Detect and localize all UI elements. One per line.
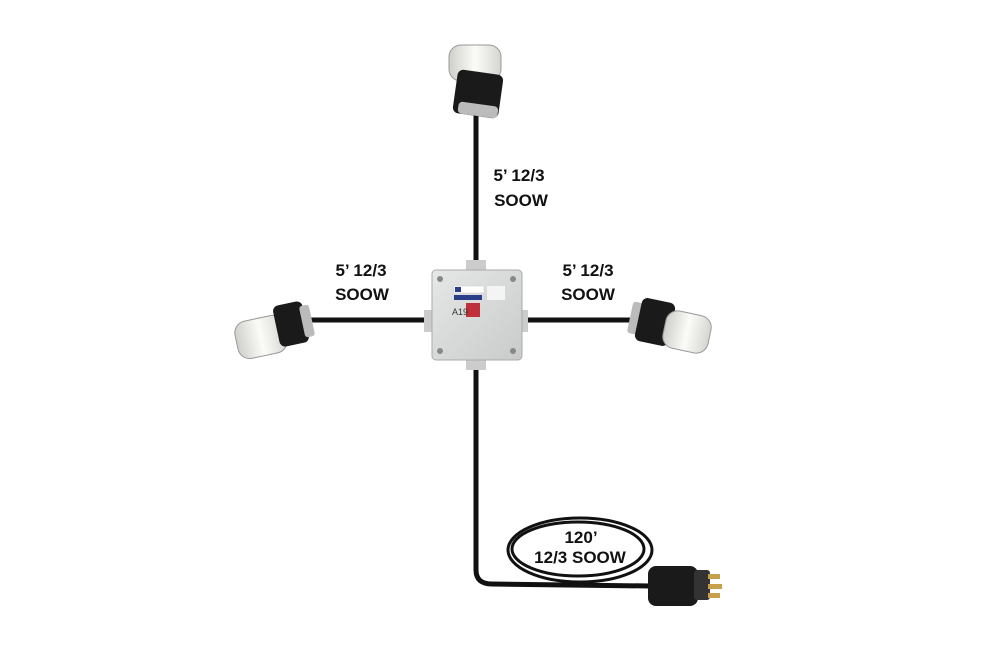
left-cable-label-type: SOOW — [335, 285, 390, 304]
top-cable-label-type: SOOW — [494, 191, 549, 210]
junction-box: A19 — [424, 260, 528, 370]
right-cable-label-length: 5’ 12/3 — [562, 261, 613, 280]
top-receptacle — [448, 44, 504, 119]
twist-lock-plug — [648, 566, 722, 606]
box-marking: A19 — [452, 307, 468, 317]
left-receptacle — [234, 301, 315, 360]
cables — [305, 115, 654, 589]
main-cable-label-length: 120’ — [564, 528, 597, 547]
cable-bottom — [473, 365, 651, 589]
right-cable-label-type: SOOW — [561, 285, 616, 304]
top-cable-label-length: 5’ 12/3 — [493, 166, 544, 185]
left-cable-label-length: 5’ 12/3 — [335, 261, 386, 280]
cable-coil — [506, 516, 654, 584]
main-cable-label-type: 12/3 SOOW — [534, 548, 627, 567]
right-receptacle — [627, 298, 712, 354]
